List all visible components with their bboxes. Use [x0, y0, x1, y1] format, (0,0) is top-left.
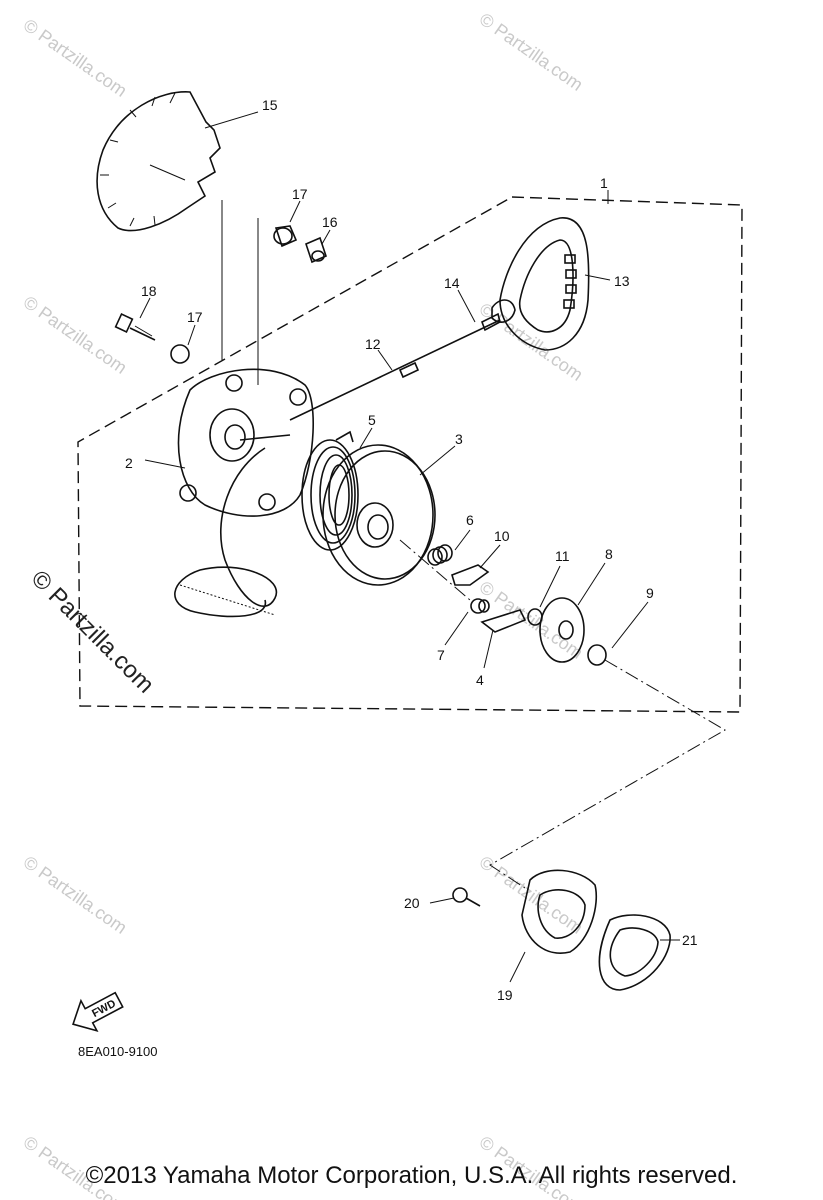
fwd-arrow-icon: FWD	[72, 991, 124, 1033]
callout-17-upper: 17	[292, 186, 308, 202]
watermark: © Partzilla.com	[20, 852, 131, 938]
copyright-notice: ©2013 Yamaha Motor Corporation, U.S.A. A…	[85, 1162, 738, 1189]
pawl-spring-part	[470, 598, 490, 614]
drive-pulley-part	[322, 444, 471, 601]
collar-lower-part	[170, 344, 190, 364]
leader-lines	[139, 190, 680, 983]
callout-9: 9	[646, 585, 654, 601]
friction-plate-part	[539, 597, 585, 663]
starter-handle-part	[491, 217, 590, 351]
watermark: © Partzilla.com	[20, 15, 131, 101]
watermark: © Partzilla.com	[476, 9, 587, 95]
pin-part	[305, 236, 327, 264]
assembly-outline	[77, 196, 743, 713]
callout-12: 12	[365, 336, 381, 352]
decal-part	[96, 91, 221, 232]
collar-upper-part	[273, 225, 298, 248]
callout-6: 6	[466, 512, 474, 528]
callout-13: 13	[614, 273, 630, 289]
watermark: © Partzilla.com	[476, 577, 587, 663]
pawl-upper-part	[451, 564, 490, 586]
watermark: © Partzilla.com	[20, 292, 131, 378]
callout-20: 20	[404, 895, 420, 911]
callout-8: 8	[605, 546, 613, 562]
callout-7: 7	[437, 647, 445, 663]
bolt-part	[114, 313, 156, 341]
cover-gasket-part	[598, 914, 671, 991]
spiral-spring-part	[301, 430, 359, 551]
callout-11: 11	[555, 548, 570, 564]
callout-16: 16	[322, 214, 338, 230]
callout-10: 10	[494, 528, 510, 544]
callout-2: 2	[125, 455, 133, 471]
callout-14: 14	[444, 275, 460, 291]
nut-part	[587, 644, 607, 666]
diagram-code: 8EA010-9100	[78, 1044, 158, 1059]
cover-bolt-part	[452, 887, 481, 907]
starter-cover-part	[521, 869, 597, 954]
watermark: © Partzilla.com	[476, 852, 587, 938]
assembly-connector-line	[489, 659, 726, 889]
callout-19: 19	[497, 987, 513, 1003]
callout-17-lower: 17	[187, 309, 203, 325]
callout-18: 18	[141, 283, 157, 299]
starter-rope-part	[289, 319, 501, 421]
spring-small-part	[427, 544, 453, 566]
callout-4: 4	[476, 672, 484, 688]
watermark-large: © Partzilla.com	[26, 565, 159, 698]
starter-cable-part	[174, 447, 278, 618]
callout-15: 15	[262, 97, 278, 113]
callout-labels: 1 2 3 4 5 6 7 8 9 10 11 12 13 14 15 16 1…	[125, 97, 698, 1003]
starter-case-part	[177, 368, 314, 517]
callout-3: 3	[455, 431, 463, 447]
callout-21: 21	[682, 932, 698, 948]
callout-1: 1	[600, 175, 608, 191]
callout-5: 5	[368, 412, 376, 428]
pawl-lower-part	[480, 609, 527, 633]
